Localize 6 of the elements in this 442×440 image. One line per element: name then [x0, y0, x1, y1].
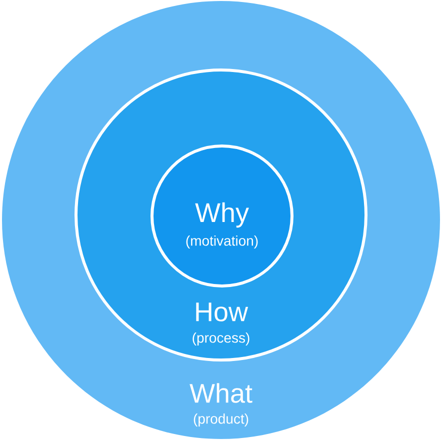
circle-subtitle: (product) — [194, 413, 248, 427]
circle-heading: Why — [195, 202, 249, 228]
circle-heading: What — [190, 383, 252, 403]
circle-subtitle: (process) — [192, 332, 250, 346]
circle-subtitle: (motivation) — [186, 235, 258, 249]
circle-heading: How — [196, 302, 248, 322]
